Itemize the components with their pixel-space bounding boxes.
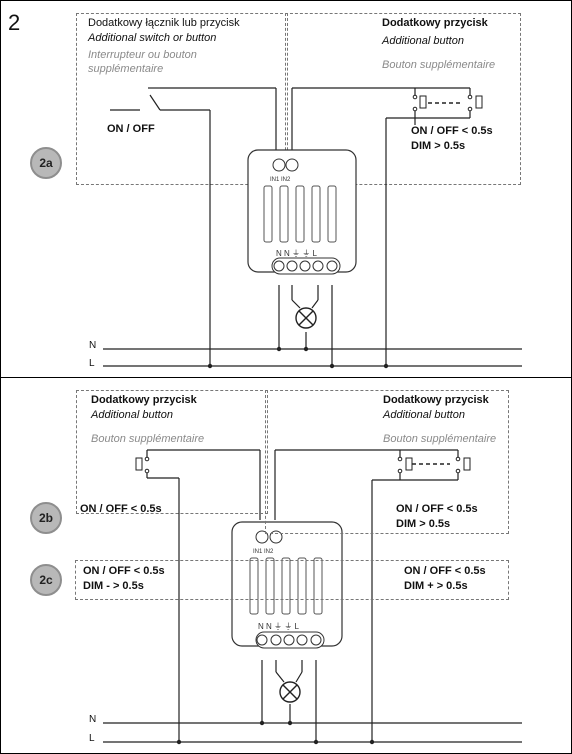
top-left-title-fr-2: supplémentaire — [88, 63, 164, 75]
bottom-right-title-fr: Bouton supplémentaire — [383, 433, 497, 445]
section-number: 2 — [8, 10, 21, 35]
c-right-action-1: ON / OFF < 0.5s — [404, 565, 486, 577]
bottom-push-buttons — [135, 456, 471, 474]
bottom-right-title-pl: Dodatkowy przycisk — [383, 394, 489, 406]
badge-2c: 2c — [30, 564, 62, 596]
badge-2a: 2a — [30, 147, 62, 179]
c-left-action-2: DIM - > 0.5s — [83, 580, 144, 592]
badge-2b: 2b — [30, 502, 62, 534]
top-dimmer-module — [247, 149, 357, 275]
c-right-action-2: DIM + > 0.5s — [404, 580, 468, 592]
bottom-left-action: ON / OFF < 0.5s — [80, 503, 162, 515]
top-right-action-2: DIM > 0.5s — [411, 140, 466, 152]
c-left-action-1: ON / OFF < 0.5s — [83, 565, 165, 577]
push-button-icon — [475, 95, 483, 109]
top-lamp-icon — [295, 307, 317, 329]
top-input-terminal-label: IN1 IN2 — [270, 177, 291, 183]
bottom-junction-dots — [176, 720, 375, 745]
bottom-right-action-1: ON / OFF < 0.5s — [396, 503, 478, 515]
top-output-terminal-label: N N ⏚ ⏚ L — [276, 249, 317, 258]
bottom-output-terminal-label: N N ⏚ ⏚ L — [258, 622, 299, 631]
bottom-right-title-en: Additional button — [383, 409, 465, 421]
bottom-right-action-2: DIM > 0.5s — [396, 518, 451, 530]
bottom-n-label: N — [89, 714, 97, 725]
push-button-icon — [463, 457, 471, 471]
top-left-action: ON / OFF — [107, 123, 155, 135]
bottom-left-title-fr: Bouton supplémentaire — [91, 433, 205, 445]
top-right-dashed-box — [285, 13, 521, 185]
top-right-action-1: ON / OFF < 0.5s — [411, 125, 493, 137]
bottom-left-dashed-box — [76, 390, 268, 514]
bottom-dimmer-module — [231, 521, 343, 649]
top-junction-dots — [207, 346, 389, 369]
push-button-icon — [419, 95, 427, 109]
bottom-lamp-icon — [279, 681, 301, 703]
top-wires — [103, 87, 522, 367]
top-push-buttons — [412, 94, 483, 112]
bottom-l-label: L — [89, 733, 95, 744]
push-button-icon — [405, 457, 413, 471]
push-button-icon — [135, 457, 143, 471]
bottom-right-dashed-box — [265, 390, 509, 534]
top-left-dashed-box — [76, 13, 288, 185]
top-n-label: N — [89, 340, 97, 351]
top-l-label: L — [89, 358, 95, 369]
top-left-title-fr-1: Interrupteur ou bouton — [88, 49, 197, 61]
top-right-title-pl: Dodatkowy przycisk — [382, 17, 488, 29]
bottom-wires — [103, 449, 522, 743]
bottom-input-terminal-label: IN1 IN2 — [253, 549, 274, 555]
top-right-title-en: Additional button — [382, 35, 464, 47]
top-right-title-fr: Bouton supplémentaire — [382, 59, 496, 71]
bottom-2c-dashed-box — [75, 560, 509, 600]
bottom-left-title-pl: Dodatkowy przycisk — [91, 394, 197, 406]
top-left-title-pl: Dodatkowy łącznik lub przycisk — [88, 17, 240, 29]
top-left-title-en: Additional switch or button — [88, 32, 217, 44]
bottom-left-title-en: Additional button — [91, 409, 173, 421]
